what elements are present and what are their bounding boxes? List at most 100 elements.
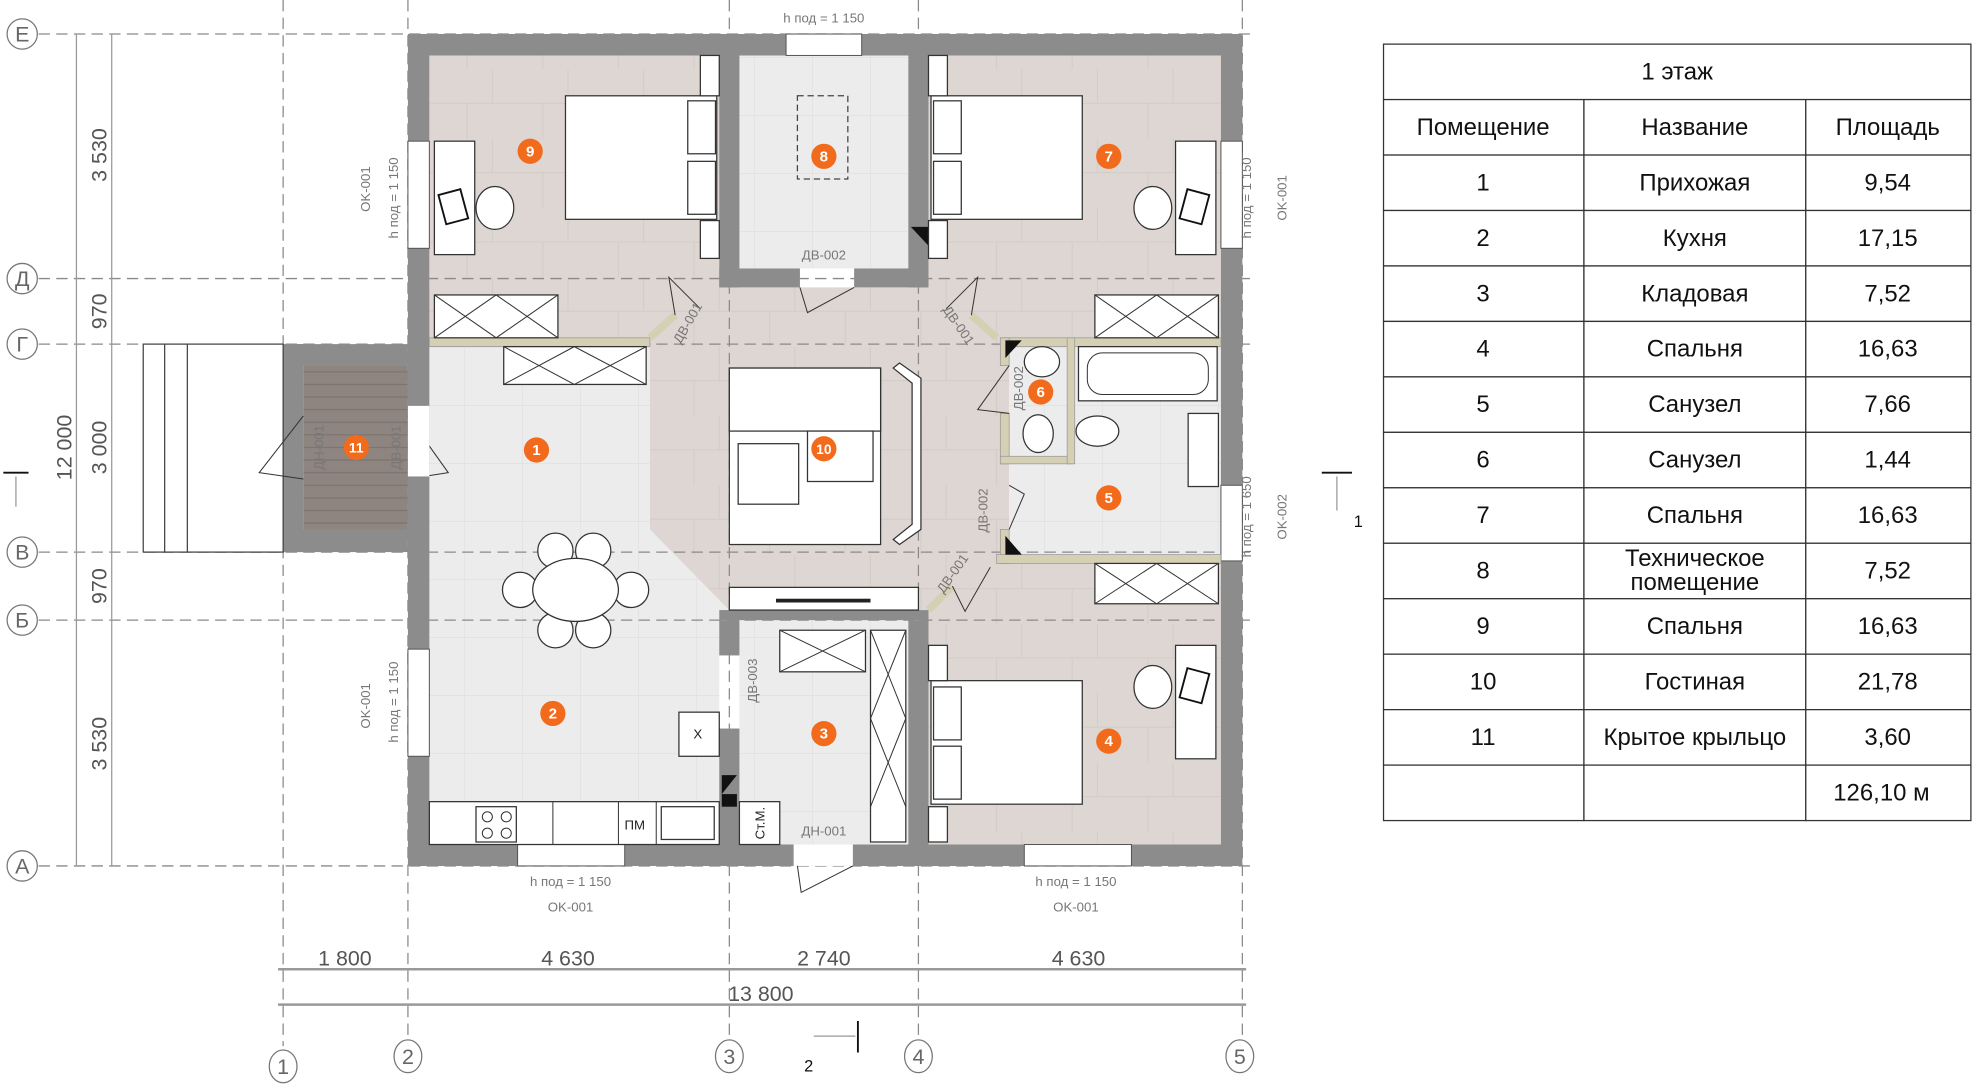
dim-bottom: 2 740 (797, 947, 851, 971)
svg-text:2: 2 (549, 705, 557, 722)
svg-text:5: 5 (1234, 1045, 1246, 1069)
room-markers: 1 2 3 4 5 6 7 8 9 10 11 (343, 138, 1122, 754)
sill-height-label: h под = 1 150 (386, 662, 401, 743)
dim-bottom: 4 630 (1052, 947, 1106, 971)
porch (142, 343, 450, 553)
sill-height-label: h под = 1 150 (386, 157, 401, 238)
washer (738, 801, 781, 846)
door-label: ДВ-003 (745, 659, 760, 703)
window (1023, 844, 1132, 867)
door-opening (793, 844, 853, 866)
dim-left: 3 530 (88, 128, 112, 182)
room-marker-2: 2 (540, 700, 566, 727)
svg-text:11: 11 (349, 440, 364, 456)
window-label: OK-001 (1053, 899, 1099, 914)
cell-room-name: Спальня (1647, 336, 1743, 363)
grid-row-label: Б (6, 604, 38, 636)
cell-area: 7,66 (1864, 391, 1911, 418)
header-name: Название (1641, 114, 1748, 141)
bathroom-fixtures (1022, 345, 1220, 488)
table-title: 1 этаж (1641, 58, 1713, 85)
sill-height-label: h под = 1 150 (783, 11, 864, 26)
cell-room-name: Гостиная (1645, 668, 1745, 695)
svg-text:Д: Д (15, 267, 30, 291)
door-label: ДН-001 (311, 425, 326, 470)
header-room: Помещение (1417, 114, 1550, 141)
bathtub (1077, 345, 1218, 402)
grid-col-label: 1 (268, 1049, 298, 1084)
dim-left: 970 (88, 293, 112, 329)
door-label: ДВ-002 (802, 248, 846, 263)
window-label: OK-001 (548, 899, 594, 914)
toilet (1075, 415, 1120, 447)
grid-row-label: В (6, 536, 38, 568)
grid-col-label: 5 (1225, 1039, 1255, 1074)
cell-room-name: Кухня (1663, 225, 1727, 252)
room-marker-1: 1 (523, 437, 550, 463)
cell-room-number: 2 (1476, 225, 1489, 252)
room-marker-11: 11 (343, 434, 369, 461)
svg-text:5: 5 (1105, 490, 1113, 507)
grid-col-label: 3 (714, 1039, 744, 1074)
dim-bottom: 1 800 (318, 947, 372, 971)
dimensions: 3 530 970 3 000 970 3 530 12 000 1 800 4… (52, 34, 1247, 1006)
washer-label: Ст.М. (753, 807, 768, 840)
door-label: ДВ-002 (976, 488, 991, 532)
cell-room-number: 3 (1476, 280, 1489, 307)
cell-room-name: Прихожая (1639, 169, 1750, 196)
sink-icon (660, 806, 715, 841)
fridge-label: X (693, 727, 702, 742)
svg-text:Б: Б (15, 609, 29, 633)
grid-row-label: Г (6, 328, 38, 360)
svg-text:2: 2 (402, 1045, 414, 1069)
cell-area: 16,63 (1858, 502, 1918, 529)
section-mark-2: 2 (804, 1057, 813, 1075)
window (1220, 484, 1243, 562)
laptop-icon (1178, 666, 1211, 705)
chair (1133, 664, 1173, 710)
cell-room-number: 1 (1476, 169, 1489, 196)
cell-room-number: 10 (1470, 668, 1497, 695)
cell-total-area: 126,10 м (1833, 779, 1929, 806)
svg-text:4: 4 (912, 1045, 924, 1069)
room-marker-4: 4 (1096, 728, 1122, 754)
laptop-icon (1178, 188, 1211, 226)
wardrobe (433, 294, 1220, 843)
laptop-icon (437, 188, 470, 226)
svg-text:9: 9 (526, 143, 534, 160)
sill-height-label: h под = 1 150 (1035, 874, 1116, 889)
cell-room-number: 11 (1471, 724, 1496, 751)
svg-text:1: 1 (532, 442, 540, 459)
kitchen-counter (428, 711, 781, 846)
window (517, 844, 626, 867)
svg-text:3: 3 (820, 726, 828, 743)
cell-room-number: 4 (1476, 336, 1489, 363)
cell-area: 16,63 (1858, 613, 1918, 640)
cell-room-number: 7 (1476, 502, 1489, 529)
window-label: OK-001 (1274, 175, 1289, 221)
desk (1174, 644, 1217, 760)
table-row: 5 Санузел 7,66 (1382, 376, 1972, 433)
window (407, 648, 430, 757)
cell-room-number: 5 (1476, 391, 1489, 418)
svg-text:3: 3 (723, 1045, 735, 1069)
cell-room-name: Кладовая (1641, 280, 1748, 307)
cell-room-name: Санузел (1648, 391, 1741, 418)
grid-axis-labels: Е Д Г В Б А 1 2 3 4 5 (6, 18, 1255, 1084)
cell-room-name: Крытое крыльцо (1604, 724, 1787, 751)
cell-room-number: 9 (1476, 613, 1489, 640)
svg-text:10: 10 (816, 441, 832, 457)
room-marker-10: 10 (811, 436, 837, 462)
table-total-row: 126,10 м (1382, 764, 1972, 822)
svg-text:Е: Е (15, 23, 29, 47)
dishwasher-label: ПМ (625, 817, 646, 832)
cell-room-name: Санузел (1648, 447, 1741, 474)
door-label: ДН-001 (801, 824, 846, 839)
cell-area: 9,54 (1864, 169, 1911, 196)
svg-text:Г: Г (16, 333, 28, 357)
